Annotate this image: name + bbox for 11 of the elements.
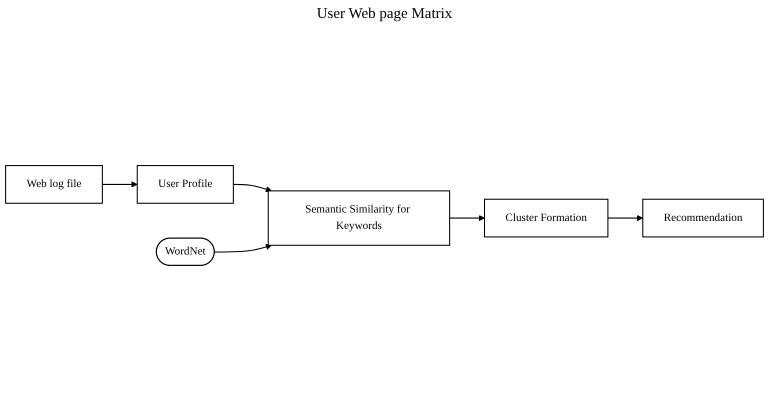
node-box: Web log file <box>5 164 103 204</box>
arrow <box>102 180 138 188</box>
arrow <box>608 214 644 221</box>
node-box: Recommendation <box>642 198 764 237</box>
arrow <box>214 244 272 252</box>
node-box: Semantic Similarity for Keywords <box>268 190 450 246</box>
arrow <box>450 214 485 221</box>
node-box: Cluster Formation <box>484 198 608 237</box>
diagram-title: User Web page Matrix <box>316 6 454 23</box>
node-box: User Profile <box>136 164 234 204</box>
arrow <box>233 183 272 192</box>
